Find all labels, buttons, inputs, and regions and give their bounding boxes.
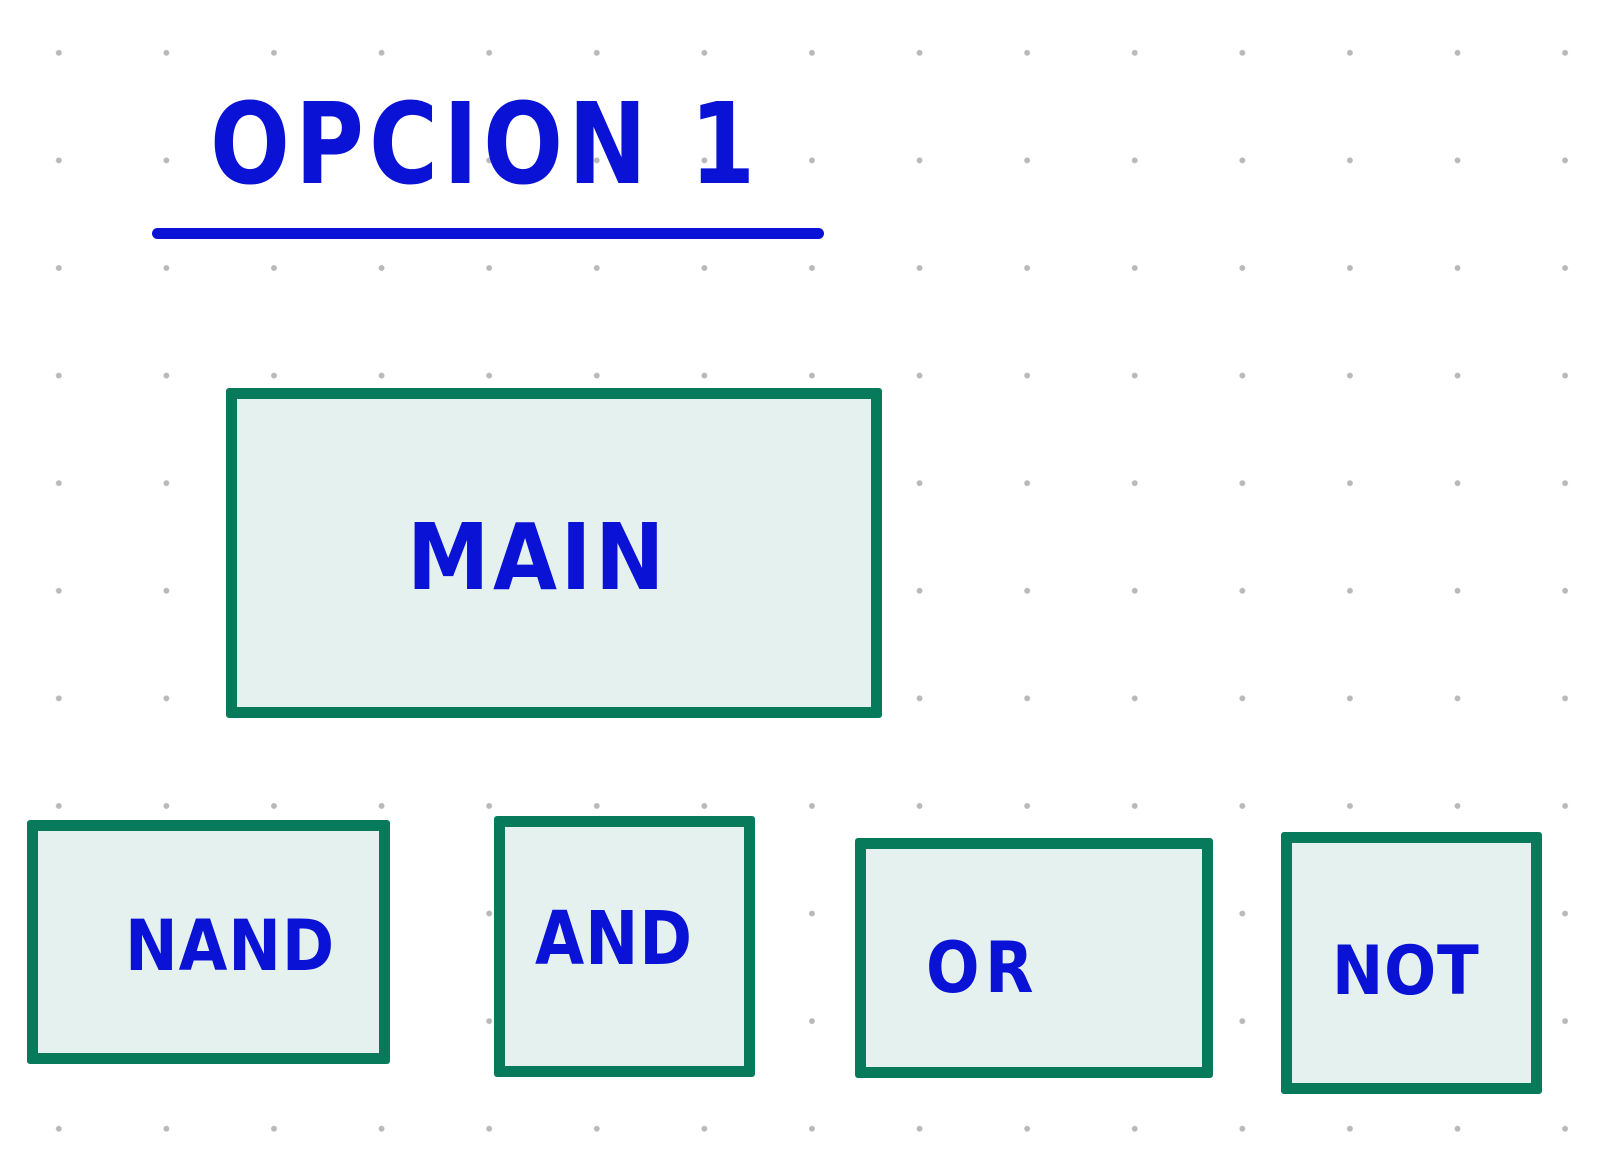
and-box: AND	[494, 816, 755, 1077]
and-box-label: AND	[535, 896, 693, 982]
main-box: MAIN	[226, 388, 882, 718]
not-box-label: NOT	[1332, 932, 1480, 1011]
not-box: NOT	[1281, 832, 1542, 1094]
nand-box: NAND	[27, 820, 390, 1064]
nand-box-label: NAND	[125, 905, 336, 987]
diagram-title: OPCION 1	[210, 80, 761, 210]
or-box: OR	[855, 838, 1213, 1078]
or-box-label: OR	[926, 927, 1039, 1009]
main-box-label: MAIN	[407, 504, 668, 611]
title-underline	[152, 228, 824, 239]
